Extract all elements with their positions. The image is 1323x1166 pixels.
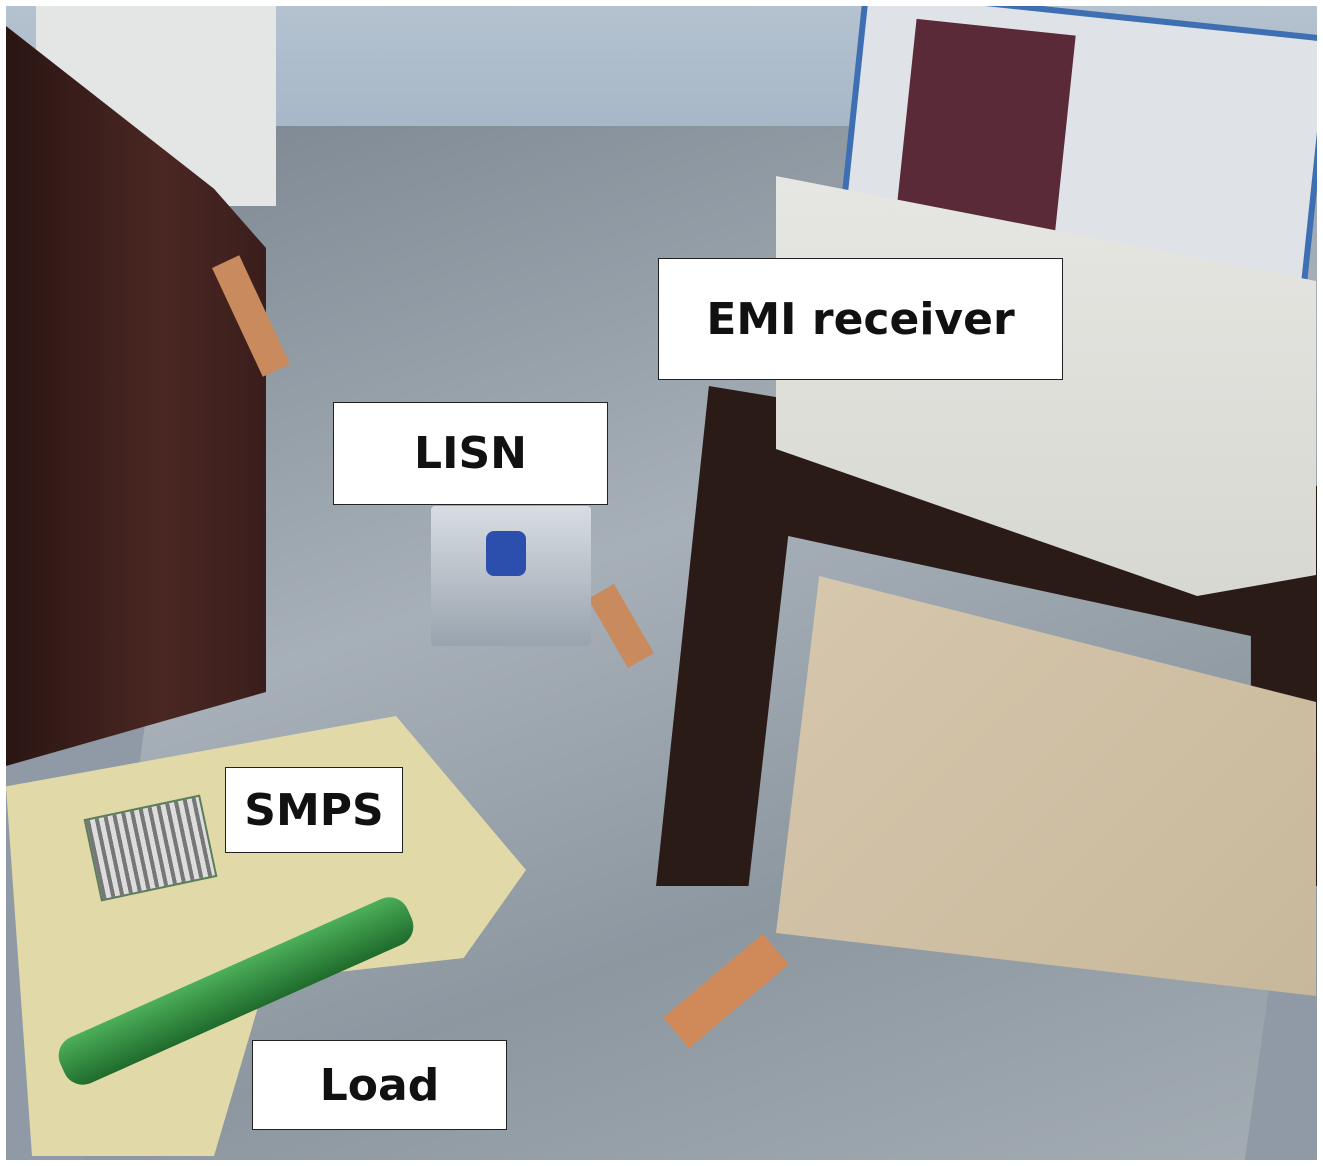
- lab-photo: [6, 6, 1317, 1160]
- smps-label: SMPS: [225, 767, 403, 853]
- lisn-label: LISN: [333, 402, 608, 505]
- load-label: Load: [252, 1040, 507, 1130]
- lisn-device: [431, 506, 591, 646]
- lisn-socket: [486, 531, 526, 576]
- emi-receiver-label: EMI receiver: [658, 258, 1063, 380]
